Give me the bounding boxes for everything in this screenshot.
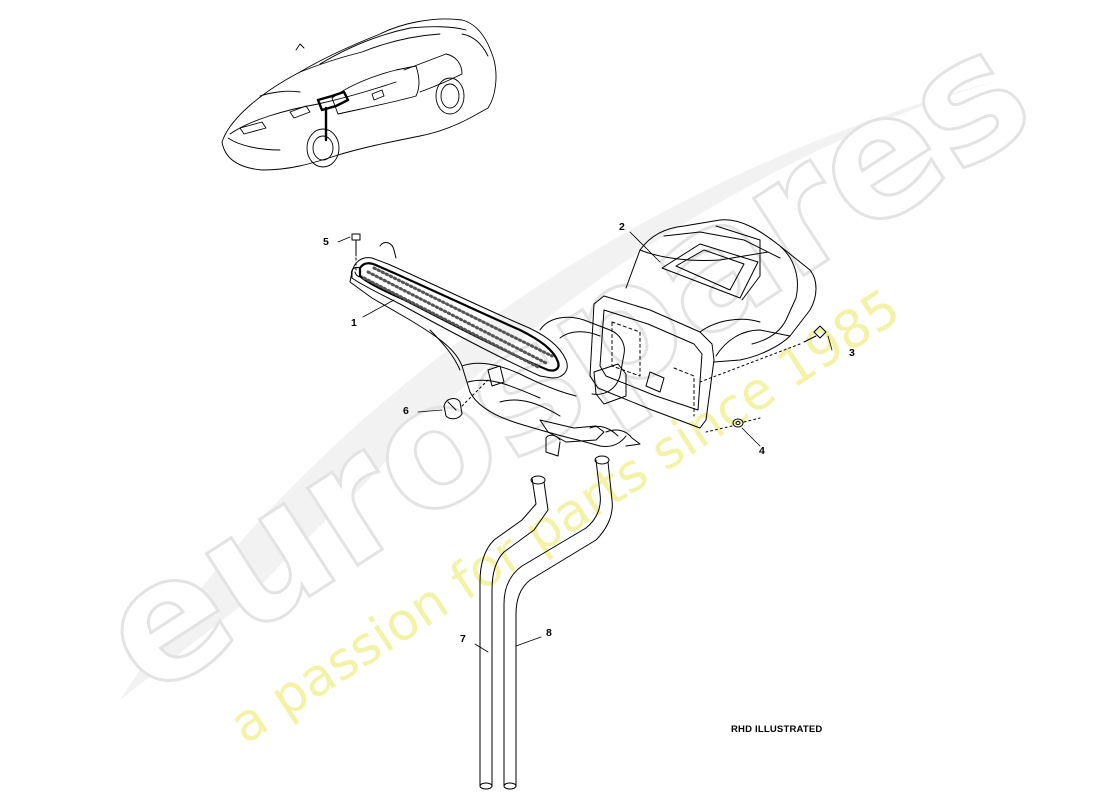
clip-part-6	[443, 379, 489, 420]
screw-part-3	[699, 325, 827, 383]
callout-3: 3	[849, 347, 855, 359]
outlet-stubs	[545, 434, 561, 457]
car-highlight	[316, 90, 350, 142]
callout-7: 7	[460, 633, 466, 645]
callout-8: 8	[546, 627, 552, 639]
duct-part-2	[589, 219, 817, 429]
bolt-part-5	[351, 233, 361, 271]
callout-1: 1	[351, 317, 357, 329]
hose-part-7	[479, 475, 549, 790]
leader-lines	[337, 231, 833, 653]
callout-6: 6	[403, 405, 409, 417]
callout-4: 4	[759, 445, 765, 457]
car-thumbnail	[221, 18, 497, 171]
callout-5: 5	[323, 236, 329, 248]
rhd-illustrated-note: RHD ILLUSTRATED	[731, 724, 823, 735]
air-box-part-1	[349, 242, 641, 447]
watermark-swoosh-inner	[170, 130, 960, 690]
callout-2: 2	[619, 221, 625, 233]
nut-part-4	[705, 417, 761, 433]
hose-part-8	[503, 455, 613, 790]
